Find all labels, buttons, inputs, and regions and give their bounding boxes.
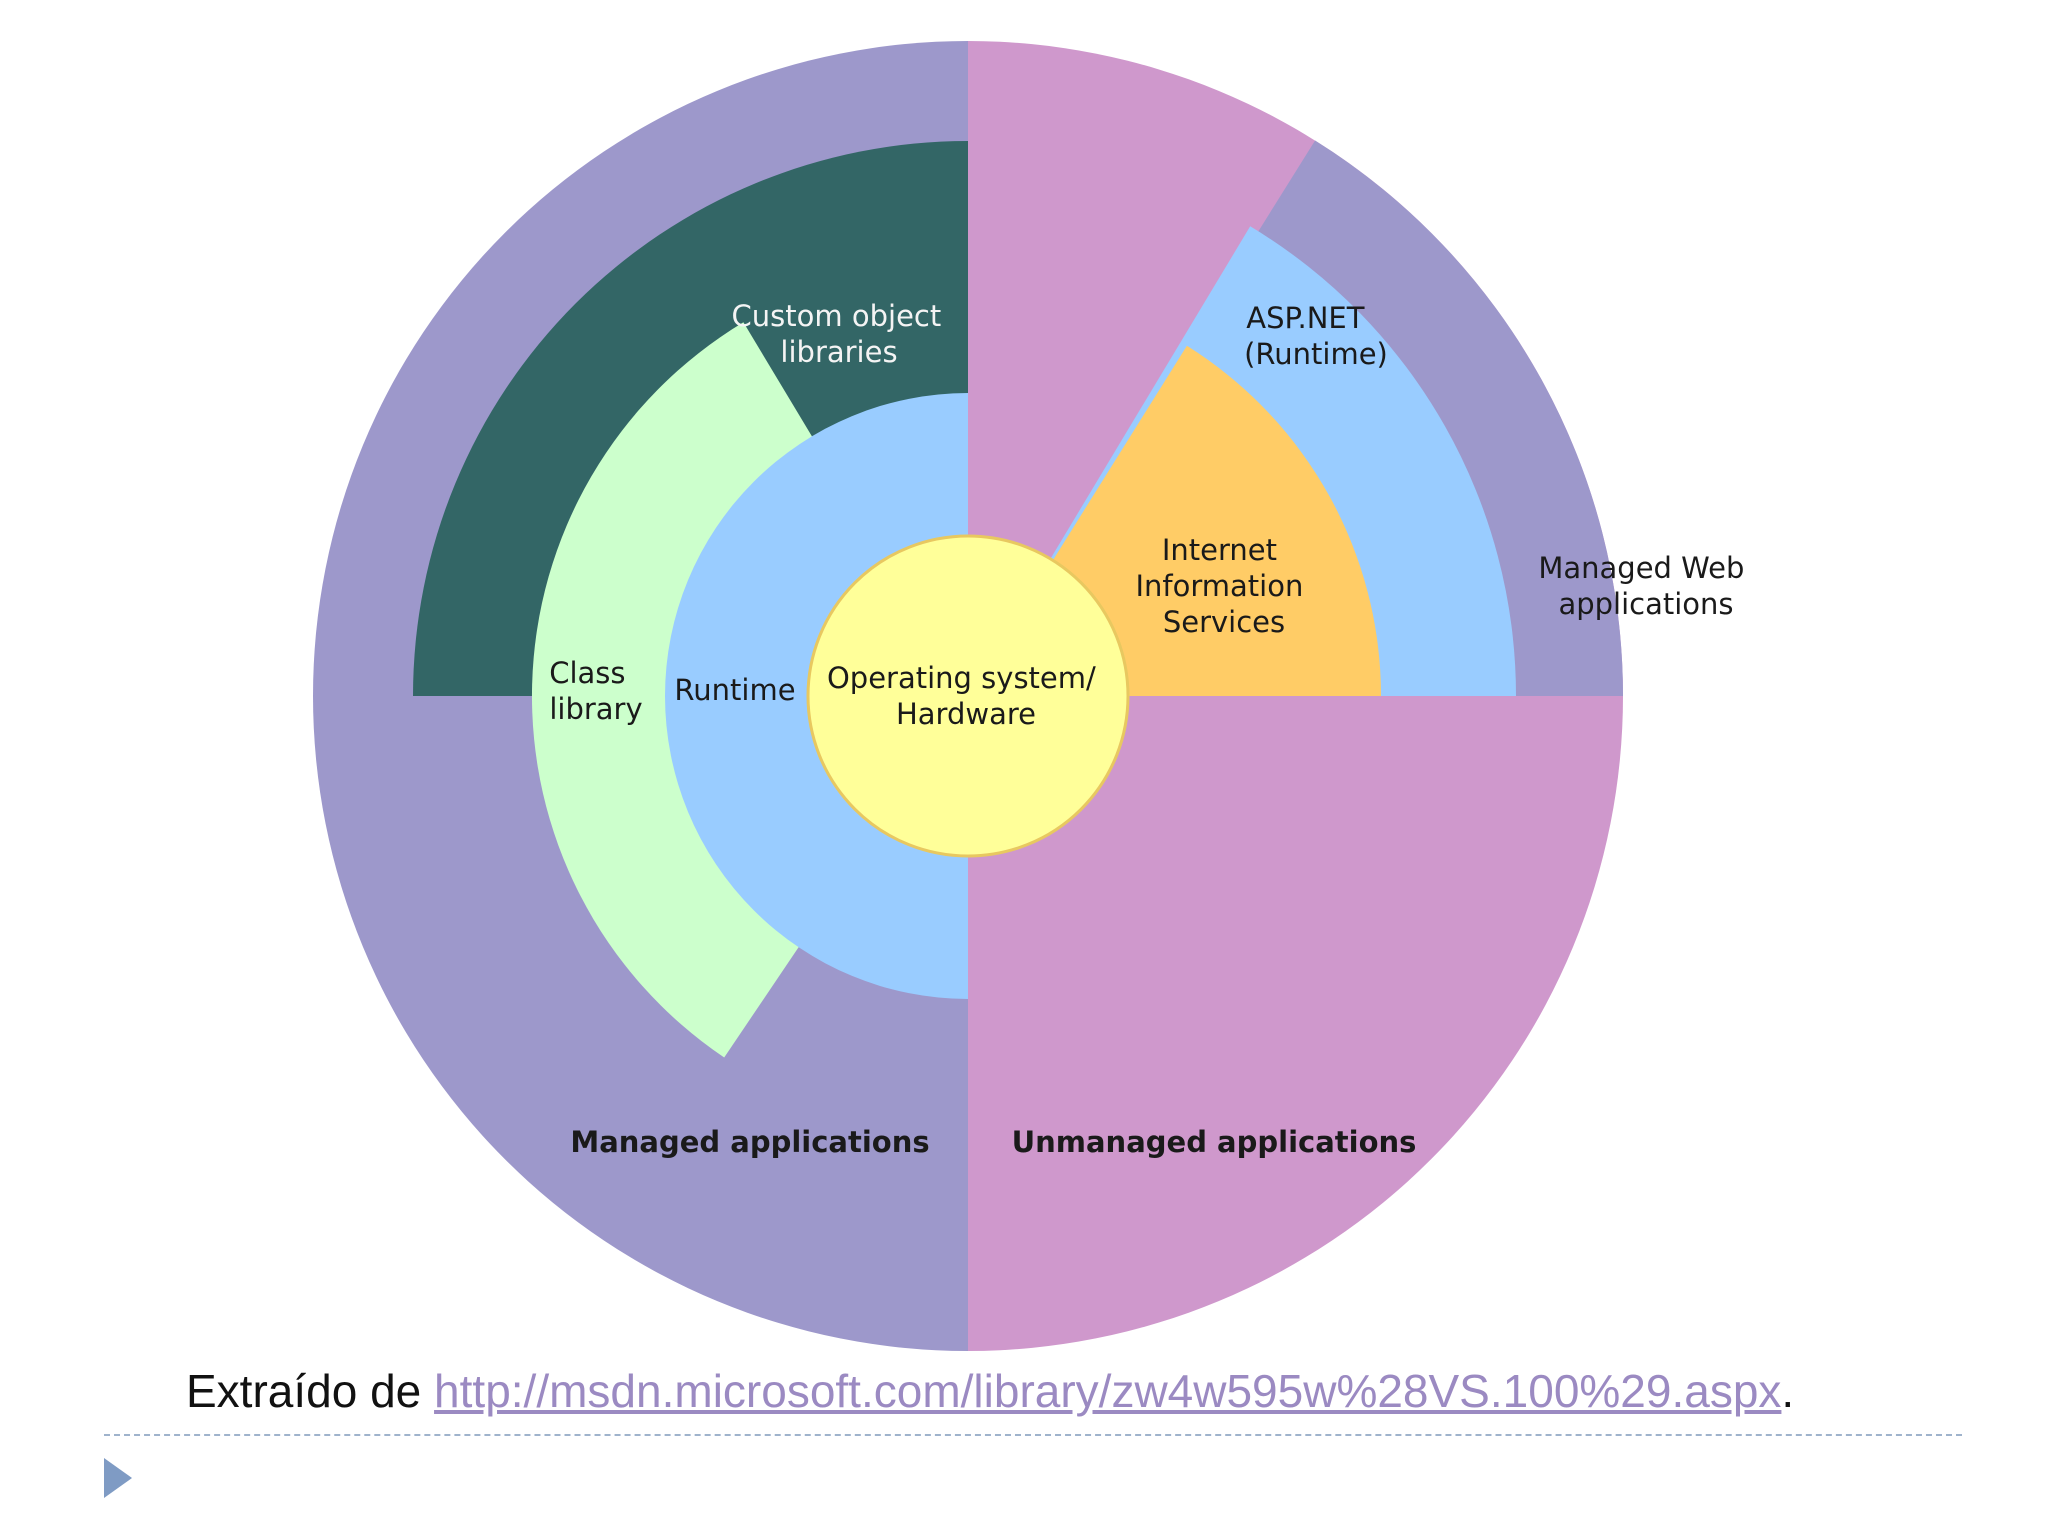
runtime-label: Runtime <box>674 673 795 707</box>
slide-divider <box>104 1434 1962 1436</box>
unmanaged-applications-label: Unmanaged applications <box>1012 1125 1417 1159</box>
os-hardware-label: Operating system/ Hardware <box>827 661 1105 731</box>
slide-bullet-icon <box>104 1458 132 1498</box>
managed-web-applications-label: Managed Web applications <box>1538 551 1753 621</box>
custom-object-libraries-label: Custom object libraries <box>732 299 951 369</box>
managed-applications-label: Managed applications <box>570 1125 929 1159</box>
aspnet-label: ASP.NET (Runtime) <box>1244 301 1388 371</box>
caption-suffix: . <box>1781 1365 1795 1417</box>
source-caption: Extraído de http://msdn.microsoft.com/li… <box>186 1364 1794 1418</box>
os-hardware-region <box>806 534 1130 858</box>
class-library-label: Class library <box>549 656 642 726</box>
iis-label: Internet Information Services <box>1135 533 1312 639</box>
caption-prefix: Extraído de <box>186 1365 435 1417</box>
source-link[interactable]: http://msdn.microsoft.com/library/zw4w59… <box>434 1365 1782 1417</box>
